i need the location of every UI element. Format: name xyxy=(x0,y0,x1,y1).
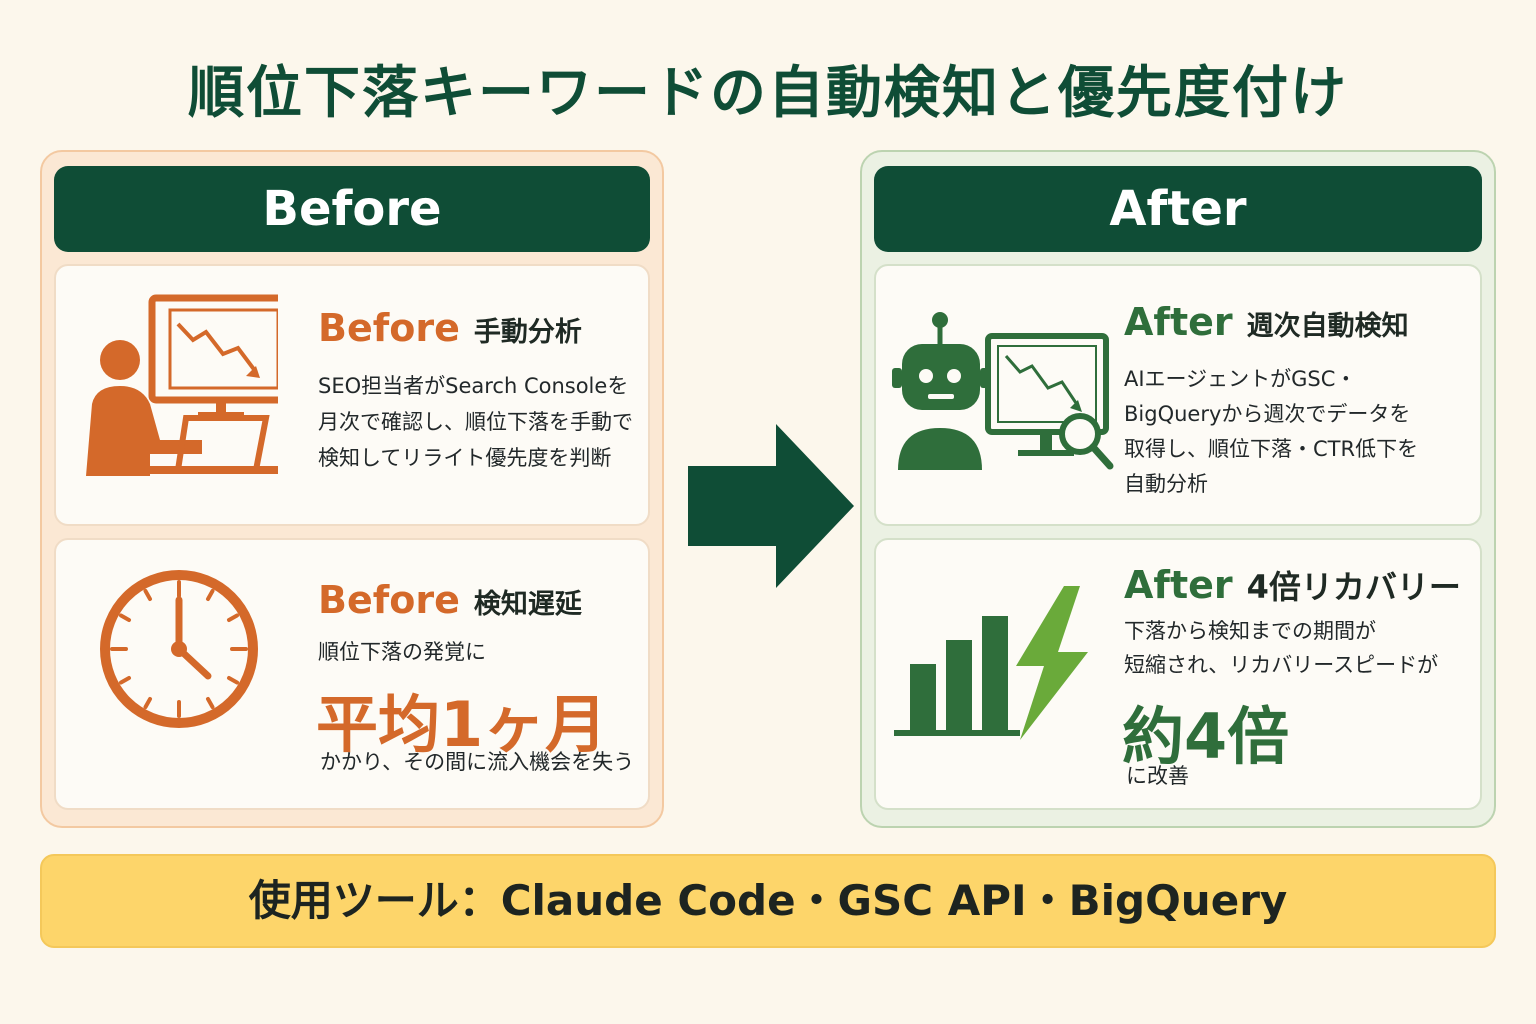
before-delay-post: かかり、その間に流入機会を失う xyxy=(320,750,635,774)
robot-monitor-magnifier-icon xyxy=(892,312,1114,470)
after-auto-sub: 週次自動検知 xyxy=(1246,311,1409,342)
right-arrow-icon xyxy=(688,424,854,588)
before-header: Before xyxy=(54,166,650,252)
desc-line: SEO担当者がSearch Consoleを xyxy=(318,374,629,398)
before-manual-card: Before 手動分析 SEO担当者がSearch Consoleを 月次で確認し… xyxy=(54,264,650,526)
desc-line: 検知してリライト優先度を判断 xyxy=(318,446,612,470)
desc-line: 自動分析 xyxy=(1124,472,1208,496)
before-delay-pre: 順位下落の発覚に xyxy=(318,640,486,664)
after-auto-title: After 週次自動検知 xyxy=(1124,300,1409,344)
after-recovery-card: After 4倍リカバリー 下落から検知までの期間が 短縮され、リカバリースピード… xyxy=(874,538,1482,810)
after-recovery-desc: 下落から検知までの期間が 短縮され、リカバリースピードが xyxy=(1124,614,1438,682)
after-auto-desc: AIエージェントがGSC・ BigQueryから週次でデータを 取得し、順位下落… xyxy=(1124,362,1418,502)
tools-bar: 使用ツール：Claude Code・GSC API・BigQuery xyxy=(40,854,1496,948)
before-delay-card: Before 検知遅延 順位下落の発覚に 平均1ヶ月 かかり、その間に流入機会を失… xyxy=(54,538,650,810)
after-recovery-title: After 4倍リカバリー xyxy=(1124,562,1461,608)
after-auto-lead: After xyxy=(1124,300,1233,344)
before-delay-big: 平均1ヶ月 xyxy=(316,688,608,761)
before-manual-lead: Before xyxy=(318,306,460,350)
desc-line: AIエージェントがGSC・ xyxy=(1124,367,1357,391)
after-recovery-sub: 4倍リカバリー xyxy=(1246,568,1461,606)
before-manual-desc: SEO担当者がSearch Consoleを 月次で確認し、順位下落を手動で 検… xyxy=(318,368,633,476)
before-delay-title: Before 検知遅延 xyxy=(318,578,582,622)
before-delay-sub: 検知遅延 xyxy=(473,589,582,620)
after-recovery-big: 約4倍 xyxy=(1122,700,1290,773)
desc-line: 取得し、順位下落・CTR低下を xyxy=(1124,437,1419,461)
after-recovery-lead: After xyxy=(1124,563,1233,607)
after-recovery-post: に改善 xyxy=(1126,764,1189,788)
before-delay-lead: Before xyxy=(318,578,460,622)
desc-line: 月次で確認し、順位下落を手動で xyxy=(318,410,633,434)
desc-line: 短縮され、リカバリースピードが xyxy=(1124,653,1439,677)
desc-line: 下落から検知までの期間が xyxy=(1124,619,1376,643)
clock-icon xyxy=(100,570,258,728)
page-title: 順位下落キーワードの自動検知と優先度付け xyxy=(188,61,1348,126)
before-manual-sub: 手動分析 xyxy=(473,317,582,348)
before-panel: Before Before 手動分析 SEO担当者がSearch Consoleを… xyxy=(40,150,664,828)
person-at-monitor-declining-chart-icon xyxy=(86,294,278,476)
desc-line: BigQueryから週次でデータを xyxy=(1124,402,1411,426)
before-manual-title: Before 手動分析 xyxy=(318,306,582,350)
bar-chart-lightning-icon xyxy=(894,586,1088,740)
after-header: After xyxy=(874,166,1482,252)
after-auto-card: After 週次自動検知 AIエージェントがGSC・ BigQueryから週次でデ… xyxy=(874,264,1482,526)
